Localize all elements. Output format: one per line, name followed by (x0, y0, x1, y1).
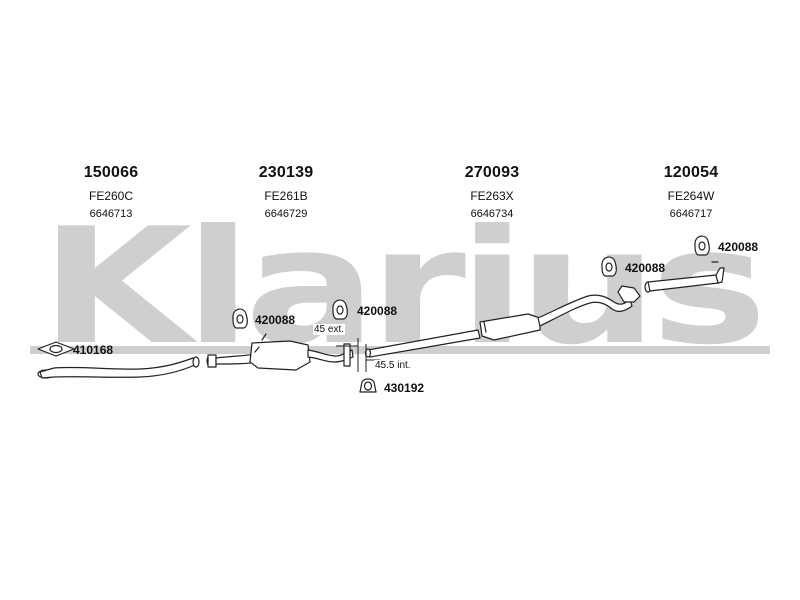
part-number: 230139 (258, 164, 314, 181)
part-group-middle-silencer: 230139 FE261B 6646729 (221, 164, 351, 220)
mount-label: 420088 (718, 240, 759, 254)
part-code: FE260C (88, 189, 134, 203)
rubber-mount-icon (694, 235, 710, 256)
part-ref: 6646734 (470, 208, 514, 220)
clamp-label: 430192 (384, 381, 425, 395)
part-number: 270093 (464, 164, 520, 181)
middle-silencer (206, 333, 354, 371)
part-number: 120054 (663, 164, 719, 181)
part-code: FE264W (667, 189, 715, 203)
part-code: FE261B (264, 189, 308, 203)
front-pipe (37, 356, 200, 379)
part-ref: 6646717 (669, 208, 713, 220)
rubber-mount-icon (332, 299, 348, 320)
part-group-rear-silencer: 270093 FE263X 6646734 (427, 164, 557, 220)
gasket-part (37, 341, 75, 357)
dimension-ext-label: 45 ext. (313, 324, 346, 335)
clamp-icon (359, 378, 377, 393)
tail-pipe (644, 261, 725, 293)
mount-label: 420088 (625, 261, 666, 275)
mount-label: 420088 (255, 313, 296, 327)
rear-silencer (364, 285, 641, 358)
part-number: 150066 (83, 164, 139, 181)
part-ref: 6646713 (89, 208, 133, 220)
dimension-int-label: 45.5 int. (374, 360, 412, 371)
part-group-front-pipe: 150066 FE260C 6646713 (46, 164, 176, 220)
rubber-mount-icon (601, 256, 617, 277)
rubber-mount-icon (232, 308, 248, 329)
part-group-tail-pipe: 120054 FE264W 6646717 (626, 164, 756, 220)
gasket-label: 410168 (73, 343, 114, 357)
part-ref: 6646729 (264, 208, 308, 220)
mount-label: 420088 (357, 304, 398, 318)
part-code: FE263X (470, 189, 514, 203)
